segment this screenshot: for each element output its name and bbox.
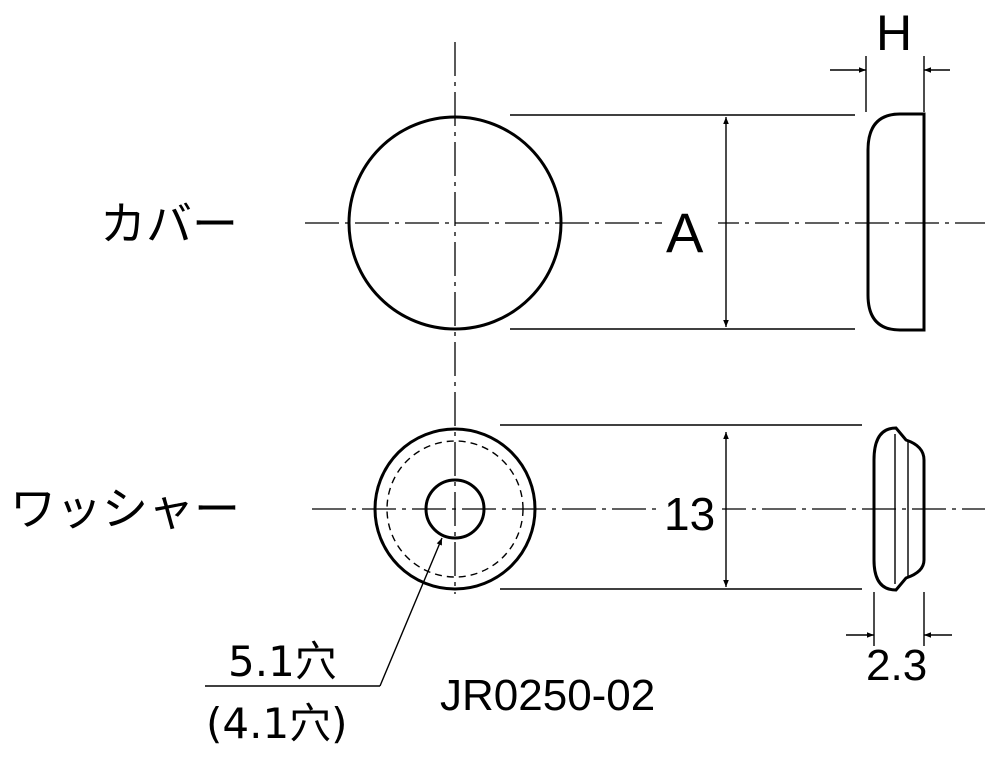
hole-size-label: 5.1穴 (228, 637, 337, 686)
cover-side-view (830, 56, 950, 332)
cover-label: カバー (100, 197, 238, 251)
washer-diameter-dimension (500, 424, 862, 590)
cover-profile (866, 112, 926, 332)
cover-front-view (305, 115, 985, 331)
hole-size-alt-label: (4.1穴) (206, 699, 348, 748)
dimension-2-3-label: 2.3 (866, 641, 927, 690)
washer-side-view (846, 426, 952, 646)
washer-label: ワッシャー (10, 482, 240, 536)
a-dimension (510, 114, 855, 330)
dimension-13-label: 13 (664, 488, 715, 540)
part-number-label: JR0250-02 (440, 671, 655, 720)
washer-profile (872, 426, 926, 592)
dimension-a-label: A (666, 201, 704, 264)
dimension-h-label: H (876, 5, 912, 61)
hole-leader-line (379, 537, 443, 687)
